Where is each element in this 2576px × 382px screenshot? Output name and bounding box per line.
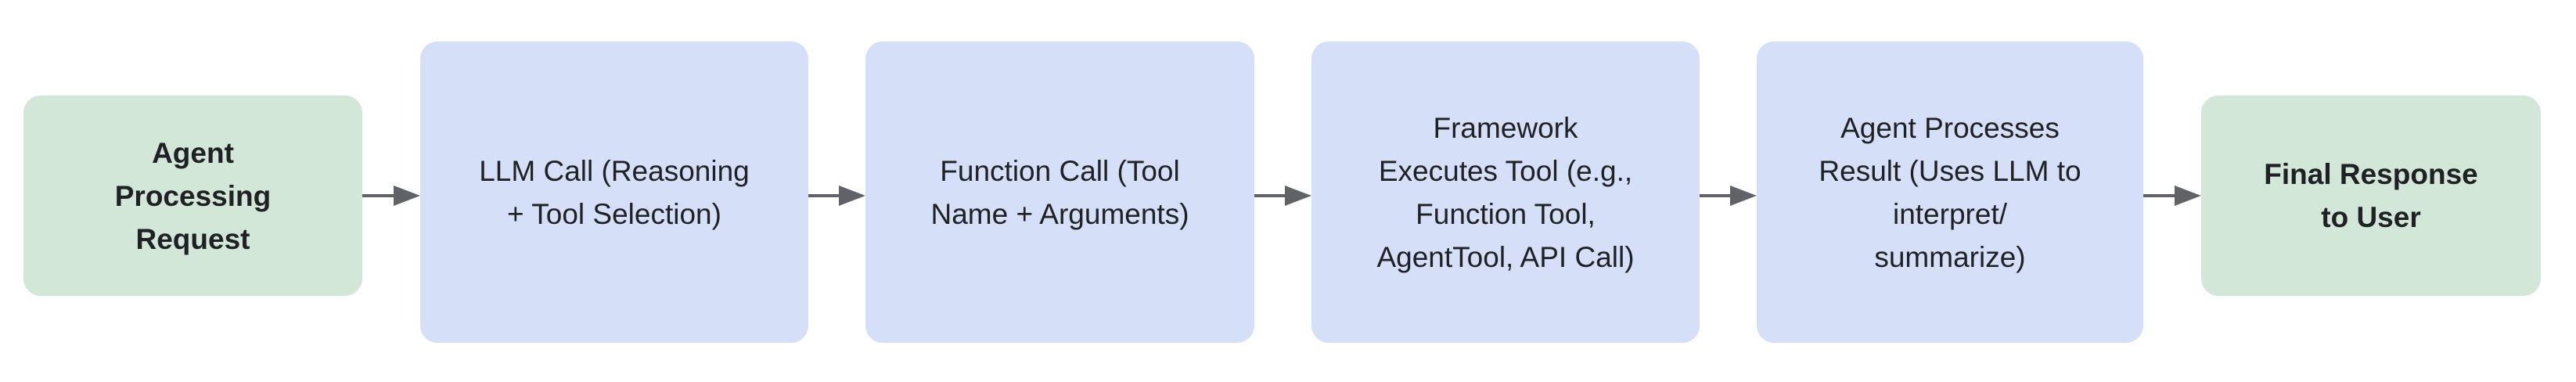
arrow-llm-call-to-function-call [808,186,865,206]
arrow-framework-to-agent-processes [1700,186,1757,206]
node-framework-executes-tool: Framework Executes Tool (e.g., Function … [1311,41,1700,343]
node-llm-call: LLM Call (Reasoning + Tool Selection) [420,41,808,343]
node-label: LLM Call (Reasoning + Tool Selection) [479,154,750,230]
node-function-call: Function Call (Tool Name + Arguments) [865,41,1254,343]
arrow-agent-processes-to-final-response [2143,186,2201,206]
arrow-line [1700,194,1735,197]
arrow-line [808,194,844,197]
arrow-request-to-llm-call [362,186,420,206]
arrow-function-call-to-framework [1254,186,1311,206]
node-label: Framework Executes Tool (e.g., Function … [1376,111,1635,273]
node-label: Agent Processes Result (Uses LLM to inte… [1819,111,2081,273]
arrow-line [1254,194,1290,197]
arrow-head-icon [1285,186,1311,206]
node-agent-processing-request: Agent Processing Request [23,96,362,296]
node-label: Final Response to User [2264,158,2478,233]
node-label: Function Call (Tool Name + Arguments) [930,154,1189,230]
node-agent-processes-result: Agent Processes Result (Uses LLM to inte… [1757,41,2143,343]
arrow-head-icon [839,186,865,206]
node-final-response-to-user: Final Response to User [2201,96,2541,296]
arrow-line [362,194,398,197]
arrow-head-icon [1730,186,1757,206]
arrow-head-icon [2175,186,2201,206]
arrow-head-icon [394,186,420,206]
node-label: Agent Processing Request [114,136,272,255]
arrow-line [2143,194,2179,197]
